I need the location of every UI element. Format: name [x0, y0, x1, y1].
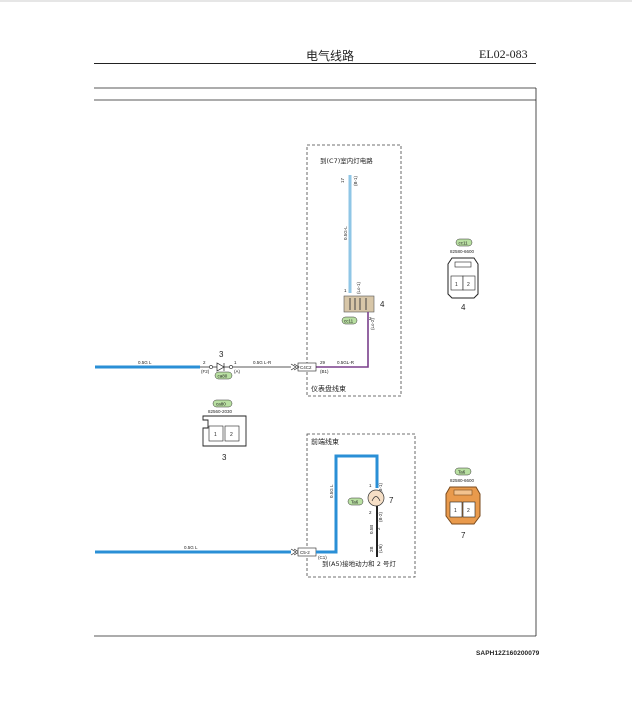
footer-doc-code: SAPH12Z160200079 — [476, 650, 540, 657]
diode-tag-badge — [214, 371, 233, 380]
front-harness-box — [306, 433, 416, 578]
upper-connector-box — [297, 362, 317, 372]
diode-pin-left: 2 — [203, 360, 206, 365]
upper-lamp-pin-2-sub: (Lo-2) — [370, 317, 375, 330]
lower-lamp-pin-1-sub: (B-1) — [378, 482, 383, 493]
connector-3-pin-2: 2 — [230, 432, 233, 438]
page-top-rule — [0, 0, 632, 2]
ground-wire-label: 0.5B — [369, 525, 374, 534]
lower-lamp-pin-2-sub: (B-2) — [378, 511, 383, 522]
upper-purple-wire — [316, 312, 369, 368]
connector-4-part-no: 82580-6600 — [450, 249, 475, 254]
upper-pin-17: 17 — [340, 177, 345, 183]
lower-blue-riser — [316, 454, 379, 554]
upper-pin-17-sub: (B-1) — [353, 175, 358, 186]
upper-connector-arrow — [290, 363, 297, 371]
lower-dest-label: 到(A5)接地动力和 2 号灯 — [322, 559, 396, 568]
upper-out-ref: (B1) — [320, 369, 329, 374]
page-title: 电气线路 — [306, 49, 355, 63]
upper-connector-arrow-2 — [293, 363, 300, 371]
diode-terminal-left — [209, 365, 213, 369]
lower-connector-arrow — [290, 548, 297, 556]
diode-pin-right-sub: (A) — [234, 369, 241, 374]
lamp-7-filament — [371, 496, 381, 502]
lamp-4-tag: cc11 — [344, 319, 354, 324]
connector-4-number: 4 — [461, 303, 466, 312]
lower-lamp-pin-1: 1 — [369, 483, 372, 488]
connector-7-tag-badge — [454, 467, 472, 476]
connector-3-number: 3 — [222, 453, 227, 462]
ground-wire-b: 2B — [369, 546, 374, 552]
connector-4-pin-2: 2 — [467, 282, 470, 288]
connector-4-body — [447, 257, 479, 299]
diode-right-wire-label: 0.5G L-R — [253, 360, 272, 365]
connector-3-body — [202, 415, 247, 447]
lamp-7-bulb — [367, 489, 385, 507]
lower-harness-label: 前端线束 — [311, 437, 339, 446]
upper-out-pin: 29 — [320, 360, 326, 365]
connector-4-pin-1: 1 — [455, 282, 458, 288]
upper-harness-label: 仪表盘线束 — [311, 384, 346, 393]
upper-wire-label: 0.5G-L — [343, 226, 348, 240]
upper-dest-label: 到(C7)室内灯电路 — [320, 156, 373, 165]
connector-3-part-no: 82560-2030 — [208, 409, 233, 414]
ground-pin: 2 — [376, 527, 381, 530]
lower-connector-ref: C5-2 — [300, 550, 310, 555]
connector-4-tag-badge — [455, 238, 473, 247]
diode-number: 3 — [219, 350, 224, 359]
header-rule — [94, 63, 536, 64]
lower-connector-ref-sub: (C1) — [318, 555, 327, 560]
ground-ref: (U6) — [378, 544, 383, 553]
diode-pin-left-sub: (F2) — [201, 369, 210, 374]
lamp-7-tag-badge — [347, 497, 364, 506]
connector-7-part-no: 82580-6600 — [450, 478, 475, 483]
upper-lamp-pin-1-sub: (Lo-1) — [356, 281, 361, 294]
lower-lamp-pin-2: 2 — [369, 510, 372, 515]
left-wire-label-upper: 0.5G L — [138, 360, 152, 365]
diode-terminal-right — [229, 365, 233, 369]
diode-symbol — [216, 362, 225, 372]
lamp-4-number: 4 — [380, 300, 385, 309]
connector-3-tag-badge — [212, 399, 233, 408]
upper-lamp-pin-2: 2 — [369, 316, 372, 321]
lamp-4-tag-badge — [341, 316, 358, 325]
lamp-7-number: 7 — [389, 496, 394, 505]
upper-out-wire: 0.5GL-R — [337, 360, 355, 365]
connector-7-body — [445, 486, 481, 525]
page-code: EL02-083 — [479, 47, 528, 61]
diode-tag: ca80 — [218, 374, 228, 379]
connector-7-tag: Ta6 — [458, 470, 466, 475]
connector-7-number: 7 — [461, 531, 466, 540]
diagram-frame — [94, 87, 537, 637]
connector-7-pin-2: 2 — [467, 508, 470, 514]
lower-vertical-wire-label: 0.5G L — [329, 484, 334, 498]
upper-connector-ref: C4C2 — [300, 365, 312, 370]
lamp-4-symbol — [343, 295, 375, 313]
connector-4-tag: cc11 — [459, 241, 469, 246]
upper-lamp-pin-1: 1 — [344, 288, 347, 293]
left-wire-label-lower: 0.5G L — [184, 545, 198, 550]
connector-3-tag: ca80 — [216, 402, 226, 407]
diode-pin-right: 1 — [234, 360, 237, 365]
dashboard-harness-box — [306, 144, 402, 397]
lamp-7-tag: Ta6 — [351, 500, 359, 505]
connector-7-pin-1: 1 — [454, 508, 457, 514]
connector-3-pin-1: 1 — [214, 432, 217, 438]
